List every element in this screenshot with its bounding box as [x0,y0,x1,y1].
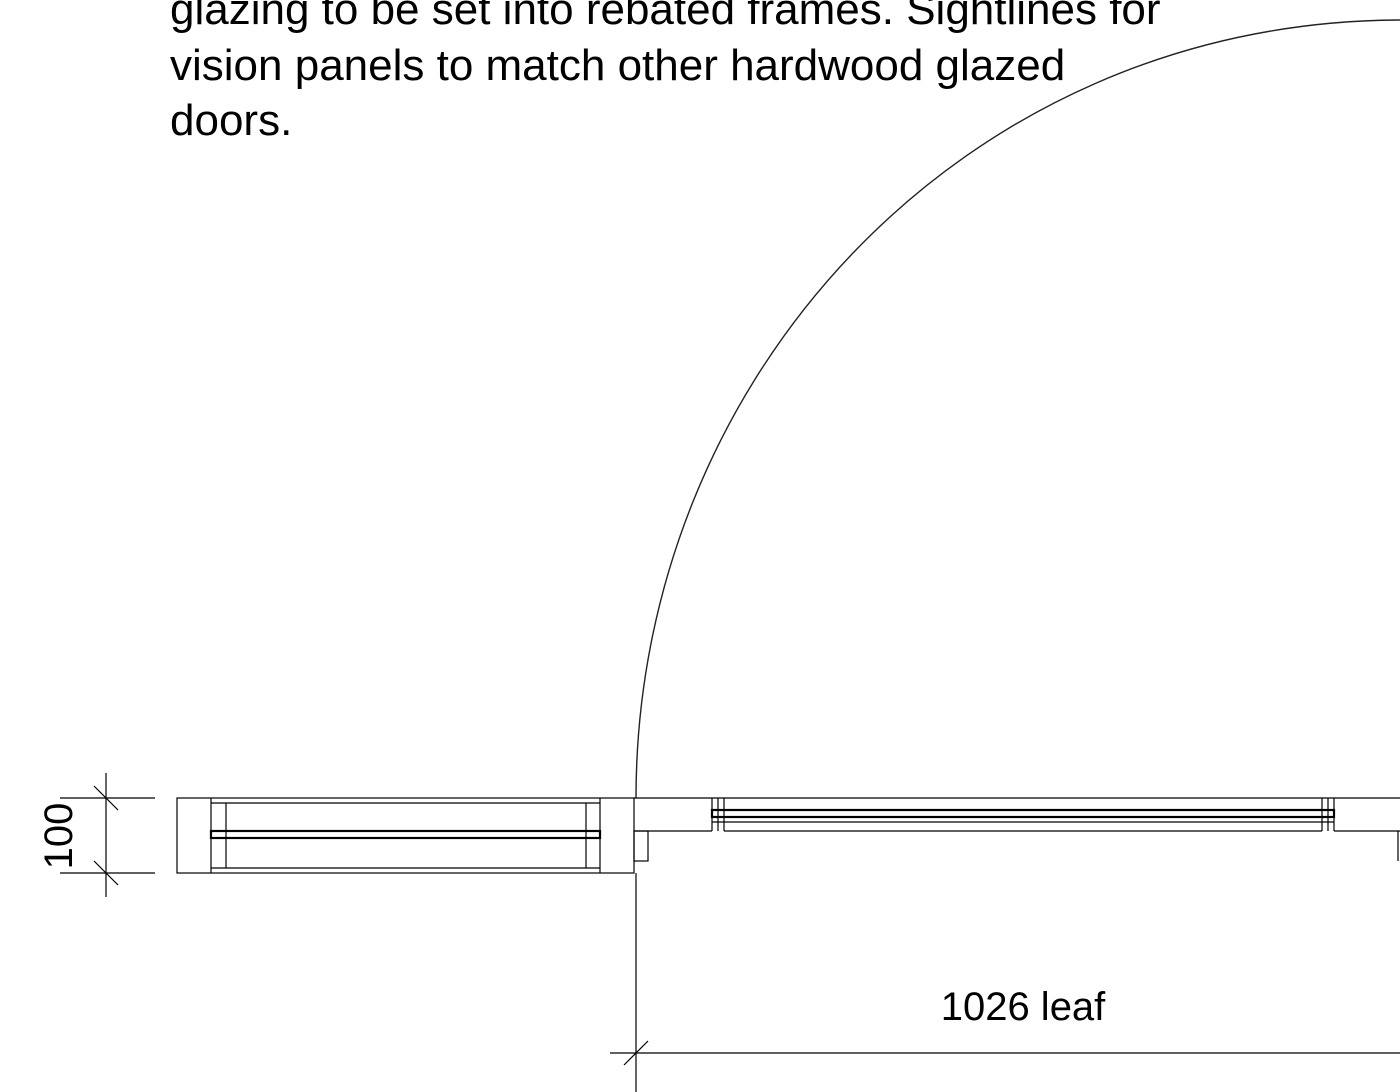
thickness-label: 100 [37,803,81,870]
leaf-label: 1026 leaf [941,985,1106,1029]
side-panel-glazing [209,829,602,840]
thickness-dimension: 100 [37,773,155,897]
door-leaf [634,797,1400,861]
note-line-1: glazing to be set into rebated frames. S… [170,0,1161,34]
note-line-3: doors. [170,96,292,145]
side-panel [176,797,635,874]
leaf-dimension: 1026 leaf [610,873,1400,1092]
door-swing-arc [635,19,1400,799]
door-stop [633,830,649,862]
note-line-2: vision panels to match other hardwood gl… [170,41,1065,90]
specification-note: glazing to be set into rebated frames. S… [170,0,1161,145]
door-leaf-glazing [710,808,1336,819]
